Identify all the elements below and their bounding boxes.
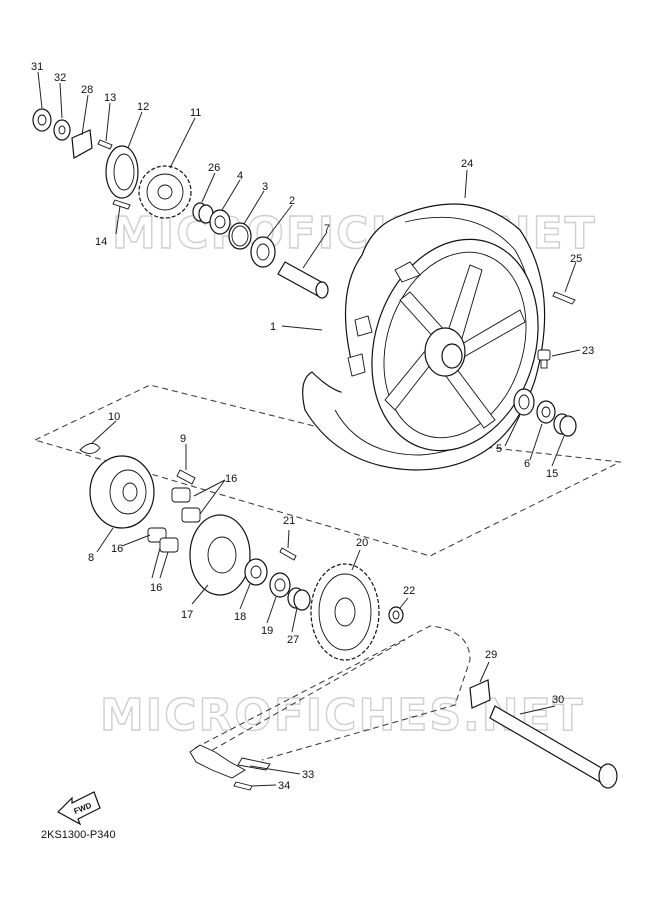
callout-15: 15 (546, 468, 558, 480)
balance-weight[interactable] (552, 291, 576, 305)
diagram-code: 2KS1300-P340 (41, 829, 116, 841)
callout-30: 30 (552, 694, 564, 706)
sprocket-stud[interactable] (279, 547, 297, 561)
callout-28: 28 (81, 84, 93, 96)
circlip[interactable] (228, 222, 252, 250)
callout-25: 25 (570, 253, 582, 265)
retaining-clip[interactable] (79, 443, 101, 454)
callout-20: 20 (356, 537, 368, 549)
rear-sprocket-disc[interactable] (138, 165, 192, 219)
callout-9: 9 (180, 433, 186, 445)
hub-damper-set[interactable] (147, 487, 201, 553)
wheel-bearing-right[interactable] (513, 388, 535, 416)
wheel-rim[interactable] (346, 218, 565, 473)
axle-washer[interactable] (53, 119, 71, 141)
callout-4: 4 (237, 170, 243, 182)
callout-22: 22 (403, 585, 415, 597)
callout-5: 5 (496, 443, 502, 455)
chain-adjuster-block[interactable] (469, 679, 491, 709)
callout-23: 23 (582, 345, 594, 357)
callout-14: 14 (95, 236, 107, 248)
callout-16b: 16 (111, 543, 123, 555)
callout-1: 1 (270, 321, 276, 333)
chain-guide-lower (194, 639, 406, 761)
callout-27: 27 (287, 634, 299, 646)
callout-21: 21 (283, 515, 295, 527)
chain-adjuster-plate[interactable] (71, 129, 93, 159)
callout-24: 24 (461, 158, 473, 170)
drive-chain[interactable] (189, 744, 271, 779)
callout-31: 31 (31, 61, 43, 73)
oil-seal[interactable] (209, 209, 231, 235)
wheel-bearing-left[interactable] (250, 236, 276, 268)
callout-17: 17 (181, 609, 193, 621)
sprocket-hub[interactable] (189, 514, 251, 596)
callout-33: 33 (302, 769, 314, 781)
sensor-rotor[interactable] (105, 145, 139, 199)
callout-2: 2 (289, 195, 295, 207)
callout-16a: 16 (225, 473, 237, 485)
axle-spacer[interactable] (277, 261, 329, 299)
callout-12: 12 (137, 101, 149, 113)
forward-arrow-icon: FWD (57, 791, 101, 826)
callout-29: 29 (485, 649, 497, 661)
chain-master-link[interactable] (233, 781, 253, 791)
leader-lines (37, 71, 581, 787)
sprocket-hub-collar[interactable] (287, 587, 311, 611)
collar[interactable] (192, 202, 214, 224)
callout-13: 13 (104, 92, 116, 104)
callout-8: 8 (88, 552, 94, 564)
callout-34: 34 (278, 780, 290, 792)
callout-16c: 16 (150, 582, 162, 594)
callout-11: 11 (190, 107, 201, 119)
callout-3: 3 (262, 181, 268, 193)
subassembly-boundary (33, 384, 622, 557)
clutch-hub-bolt[interactable] (176, 469, 196, 485)
chain-guide-upper (194, 625, 471, 761)
sprocket-hub-bearing[interactable] (244, 558, 268, 586)
callout-7: 7 (324, 223, 330, 235)
rear-sprocket[interactable] (310, 563, 380, 661)
callout-18: 18 (234, 611, 246, 623)
oil-seal-right[interactable] (536, 400, 556, 424)
callout-labels: 31 32 28 13 12 11 14 26 4 3 2 7 24 25 1 … (31, 61, 594, 792)
callout-6: 6 (524, 458, 530, 470)
sprocket-nut[interactable] (388, 606, 404, 624)
tire-valve[interactable] (537, 349, 551, 369)
callout-19: 19 (261, 625, 273, 637)
callout-32: 32 (54, 72, 66, 84)
sensor-bolt[interactable] (97, 139, 113, 150)
rear-axle[interactable] (489, 705, 618, 789)
callout-10: 10 (108, 411, 120, 423)
clutch-hub[interactable] (89, 455, 155, 529)
callout-26: 26 (208, 162, 220, 174)
axle-nut[interactable] (32, 108, 52, 132)
sprocket-hub-seal[interactable] (269, 572, 291, 598)
collar-right[interactable] (553, 413, 577, 437)
disc-bolt[interactable] (112, 199, 131, 210)
